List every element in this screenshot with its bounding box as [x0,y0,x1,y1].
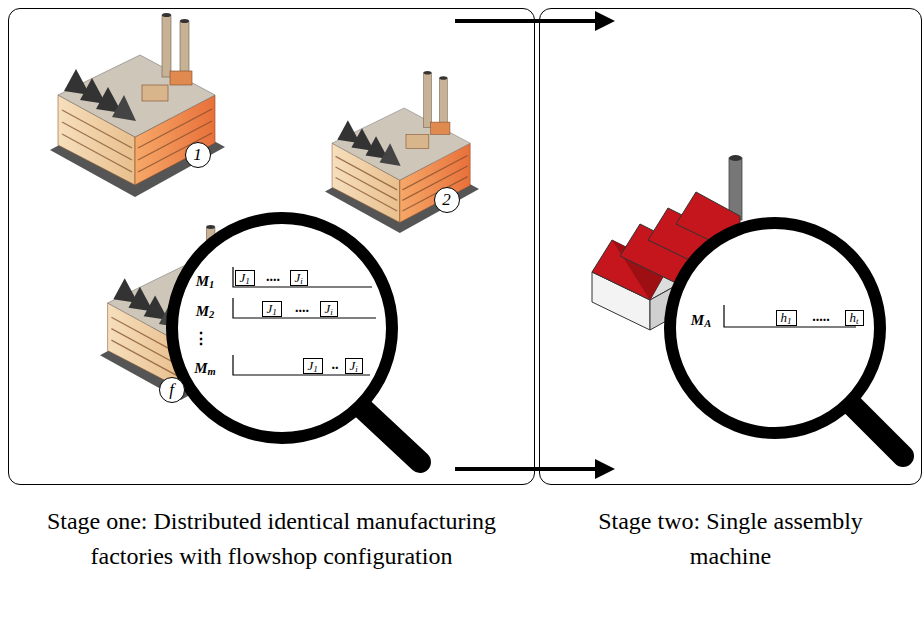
job-name: Ji [350,358,358,373]
job-box: J1 [235,270,255,286]
job-name: ht [850,310,859,325]
job-box: Ji [290,270,308,286]
machine-axis [233,267,372,287]
magnifier [670,223,903,456]
job-box: Ji [320,301,338,317]
ellipsis: .... [295,300,309,316]
job-box: ht [845,310,864,326]
stage-panel: Stage two: Single assembly machineh1ht [539,8,922,485]
job-name: Ji [295,270,303,285]
job-name: J1 [308,358,318,373]
ellipsis: ..... [812,309,830,325]
stage-caption: Stage one: Distributed identical manufac… [37,504,507,574]
machine-label: M1 [196,273,215,290]
job-name: h1 [781,310,792,325]
job-box: h1 [776,310,797,326]
factory-number: 1 [185,142,211,168]
machine-label: Mm [194,360,216,377]
factory-number: f [159,377,185,403]
job-name: Ji [325,301,333,316]
machine-axis [724,305,856,327]
flow-arrow [455,467,611,471]
machine-axis [233,355,370,375]
flow-arrow [455,19,611,23]
machine-axis [233,298,376,318]
ellipsis: .... [266,269,280,285]
time-axes [233,267,856,375]
factory-number: 2 [434,187,460,213]
factory-icon [50,13,225,197]
magnifier-lens [670,223,880,433]
job-name: J1 [240,270,250,285]
factory-icon [325,71,479,233]
magnifier [172,218,420,462]
chimney-top [729,155,742,161]
machine-label: MA [691,312,711,329]
factory-index: 1 [193,145,202,165]
factory-index: 2 [442,190,451,210]
job-box: J1 [262,301,282,317]
job-box: J1 [303,358,323,374]
machine-label: M2 [196,303,215,320]
magnifier-handle [853,406,903,456]
stage-caption: Stage two: Single assembly machine [556,504,906,574]
magnifier-lens [172,218,392,438]
job-name: J1 [267,301,277,316]
job-box: Ji [345,358,363,374]
ellipsis: ⋮ [193,329,209,348]
factory-index: f [169,380,174,400]
magnifier-handle [360,406,420,462]
stage-panel: Stage one: Distributed identical manufac… [8,8,535,485]
ellipsis: .. [332,357,339,373]
